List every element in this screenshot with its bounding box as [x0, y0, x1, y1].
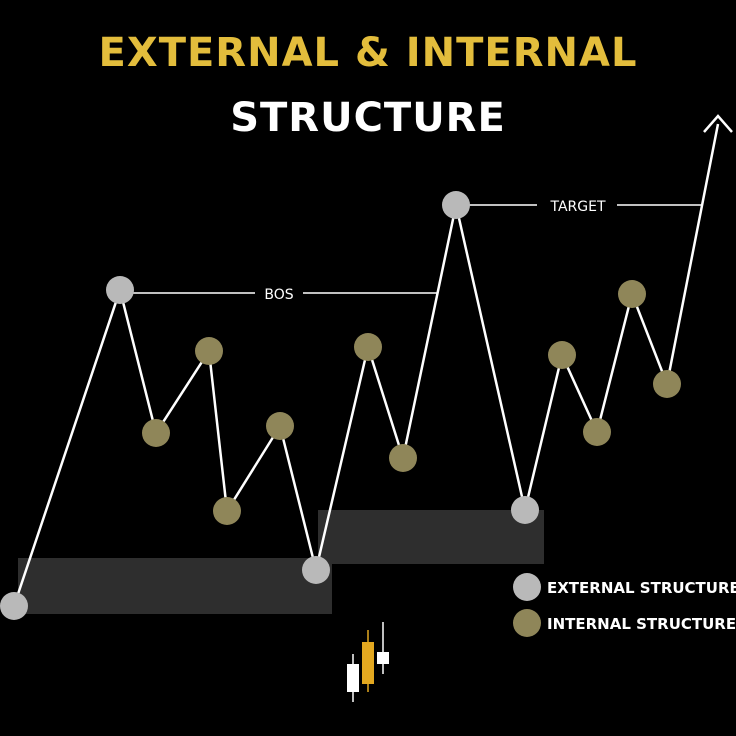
external-point [511, 496, 539, 524]
title-line-2: STRUCTURE [230, 95, 506, 141]
zone-middle [318, 510, 544, 564]
external-point [302, 556, 330, 584]
zone-left [18, 558, 332, 614]
internal-point [195, 337, 223, 365]
arrow-up-icon [703, 114, 733, 133]
internal-point [653, 370, 681, 398]
legend-internal-swatch [513, 609, 541, 637]
internal-point [266, 412, 294, 440]
legend-external-label: EXTERNAL STRUCTURE [547, 579, 736, 597]
legend-external-swatch [513, 573, 541, 601]
candlestick-logo-icon [347, 622, 389, 702]
legend-internal-label: INTERNAL STRUCTURE [547, 615, 736, 633]
internal-point [583, 418, 611, 446]
legend: EXTERNAL STRUCTURE INTERNAL STRUCTURE [513, 573, 736, 637]
internal-point [548, 341, 576, 369]
price-path [12, 123, 720, 607]
internal-point [618, 280, 646, 308]
external-point [0, 592, 28, 620]
internal-point [389, 444, 417, 472]
internal-point [213, 497, 241, 525]
target-label: TARGET [549, 199, 605, 215]
external-point [442, 191, 470, 219]
title-line-1: EXTERNAL & INTERNAL [98, 30, 638, 76]
internal-point [142, 419, 170, 447]
bos-label: BOS [264, 287, 293, 303]
external-point [106, 276, 134, 304]
internal-point [354, 333, 382, 361]
